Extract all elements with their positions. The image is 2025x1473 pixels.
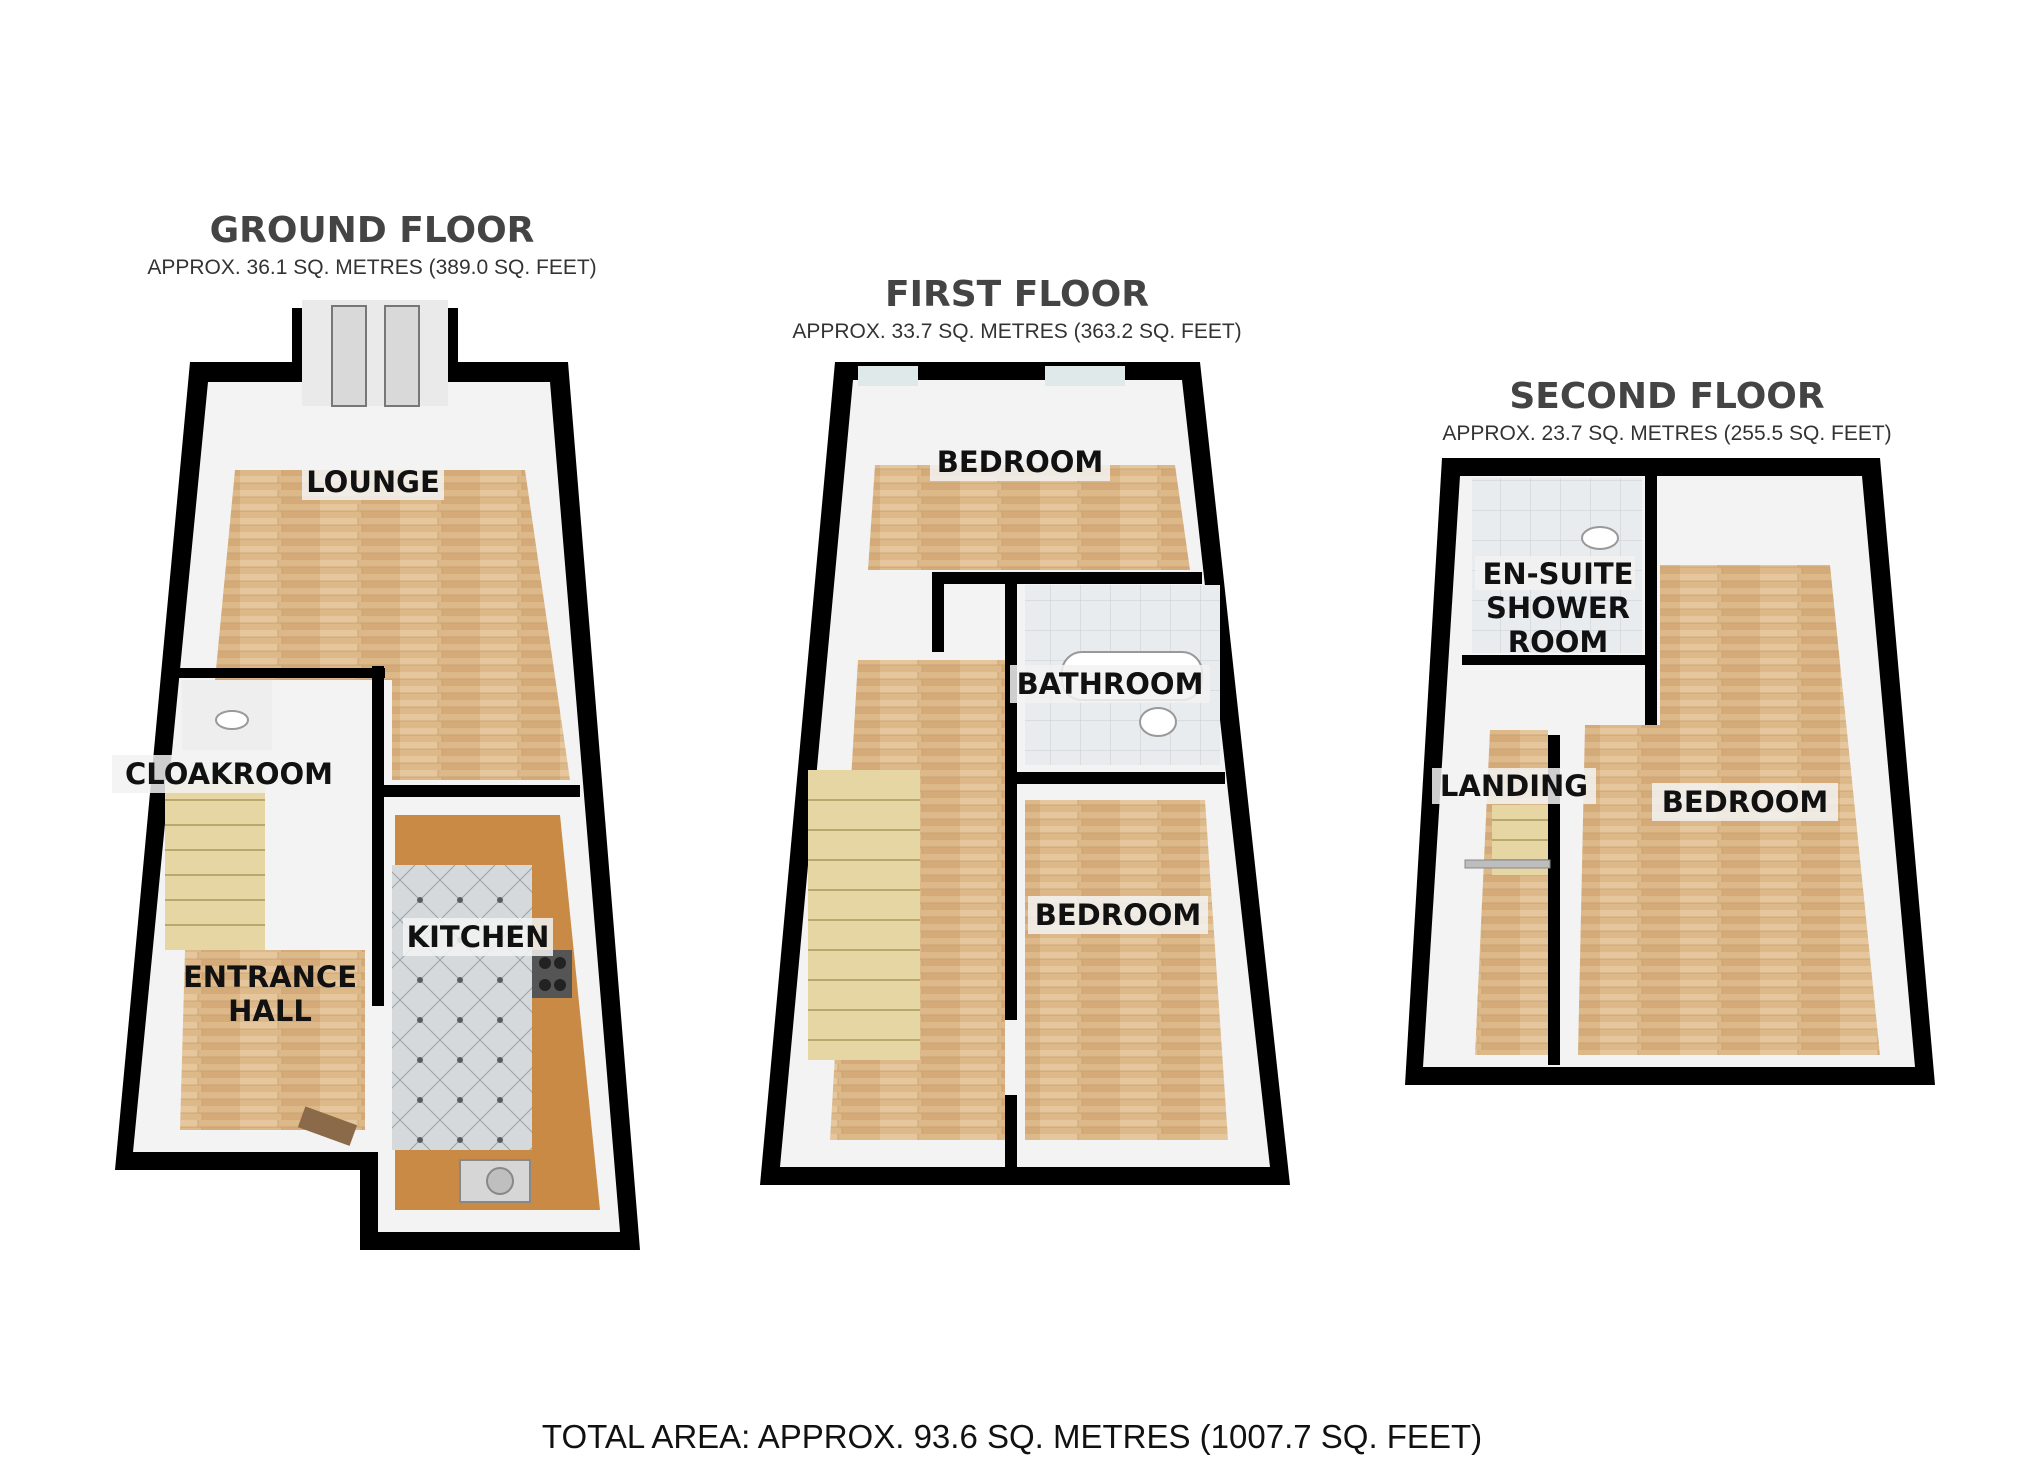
cloakroom-label: CLOAKROOM: [125, 757, 333, 791]
lounge-label-bg: [302, 462, 444, 500]
total-area: TOTAL AREA: APPROX. 93.6 SQ. METRES (100…: [542, 1418, 1482, 1455]
window-front-left: [858, 366, 918, 386]
bathroom-label: BATHROOM: [1017, 667, 1204, 701]
kitchen-floor: [392, 865, 532, 1150]
en-suite-label-bg: [1475, 556, 1635, 590]
first-floor: FIRST FLOOR APPROX. 33.7 SQ. METRES (363…: [760, 274, 1290, 1185]
second-floor-stairs: [1464, 805, 1551, 875]
second-floor-area: APPROX. 23.7 SQ. METRES (255.5 SQ. FEET): [1442, 422, 1891, 445]
bathroom-label-bg: [1010, 665, 1210, 703]
basin-icon: [215, 710, 249, 730]
window-front-right: [1045, 366, 1125, 386]
bedroom-1-label: BEDROOM: [937, 445, 1103, 479]
bedroom-1-floor: [868, 465, 1190, 570]
first-floor-title: FIRST FLOOR: [885, 274, 1149, 315]
sink-icon: [459, 1159, 531, 1203]
entrance-hall-label-line2: HALL: [228, 994, 312, 1028]
kitchen-label-bg: [403, 918, 553, 956]
en-suite-label-line3: ROOM: [1508, 625, 1609, 659]
bedroom-2-label-bg: [1028, 896, 1208, 934]
bedroom-2-wall: [1005, 580, 1017, 1020]
landing-wall: [1548, 735, 1560, 1065]
door-jamb-wall: [1005, 1095, 1017, 1167]
door-mat: [297, 1106, 358, 1146]
bathroom-top-wall: [932, 572, 1202, 584]
en-suite-basin-icon: [1581, 526, 1619, 550]
en-suite-label-line2: SHOWER: [1486, 591, 1630, 625]
lounge-label: LOUNGE: [306, 465, 440, 499]
kitchen-wall: [380, 785, 580, 797]
bedroom-1-label-bg: [930, 443, 1110, 481]
en-suite-bottom-wall: [1462, 655, 1647, 665]
bedroom-2-label: BEDROOM: [1035, 898, 1201, 932]
entrance-hall-label-line1: ENTRANCE: [183, 960, 357, 994]
ground-stairs: [165, 780, 265, 950]
toilet-icon: [1139, 707, 1177, 737]
ground-floor-title: GROUND FLOOR: [210, 210, 535, 251]
entrance-hall-floor: [180, 950, 365, 1130]
hall-wall: [372, 666, 384, 1006]
en-suite-label-line1: EN-SUITE: [1483, 557, 1634, 591]
bathroom-bottom-wall: [1015, 772, 1225, 784]
en-suite-wall: [1645, 470, 1657, 725]
bedroom-3-label-bg: [1652, 783, 1838, 821]
second-floor-title: SECOND FLOOR: [1509, 376, 1824, 417]
lounge-floor: [215, 470, 570, 780]
landing-label: LANDING: [1440, 769, 1588, 803]
ground-floor-area: APPROX. 36.1 SQ. METRES (389.0 SQ. FEET): [147, 256, 596, 279]
cloakroom-label-bg: [112, 755, 346, 793]
ground-floor: GROUND FLOOR APPROX. 36.1 SQ. METRES (38…: [112, 210, 640, 1250]
french-doors: [292, 300, 458, 407]
bedroom-2-floor: [1025, 800, 1228, 1140]
cloakroom-wall: [175, 668, 385, 678]
first-floor-area: APPROX. 33.7 SQ. METRES (363.2 SQ. FEET): [792, 320, 1241, 343]
cupboard-wall: [932, 572, 944, 652]
landing-label-bg: [1432, 768, 1596, 804]
bedroom-3-label: BEDROOM: [1662, 785, 1828, 819]
hob-icon: [532, 950, 572, 998]
first-floor-stairs: [808, 770, 920, 1060]
second-floor: SECOND FLOOR APPROX. 23.7 SQ. METRES (25…: [1405, 376, 1935, 1085]
kitchen-label: KITCHEN: [407, 920, 550, 954]
